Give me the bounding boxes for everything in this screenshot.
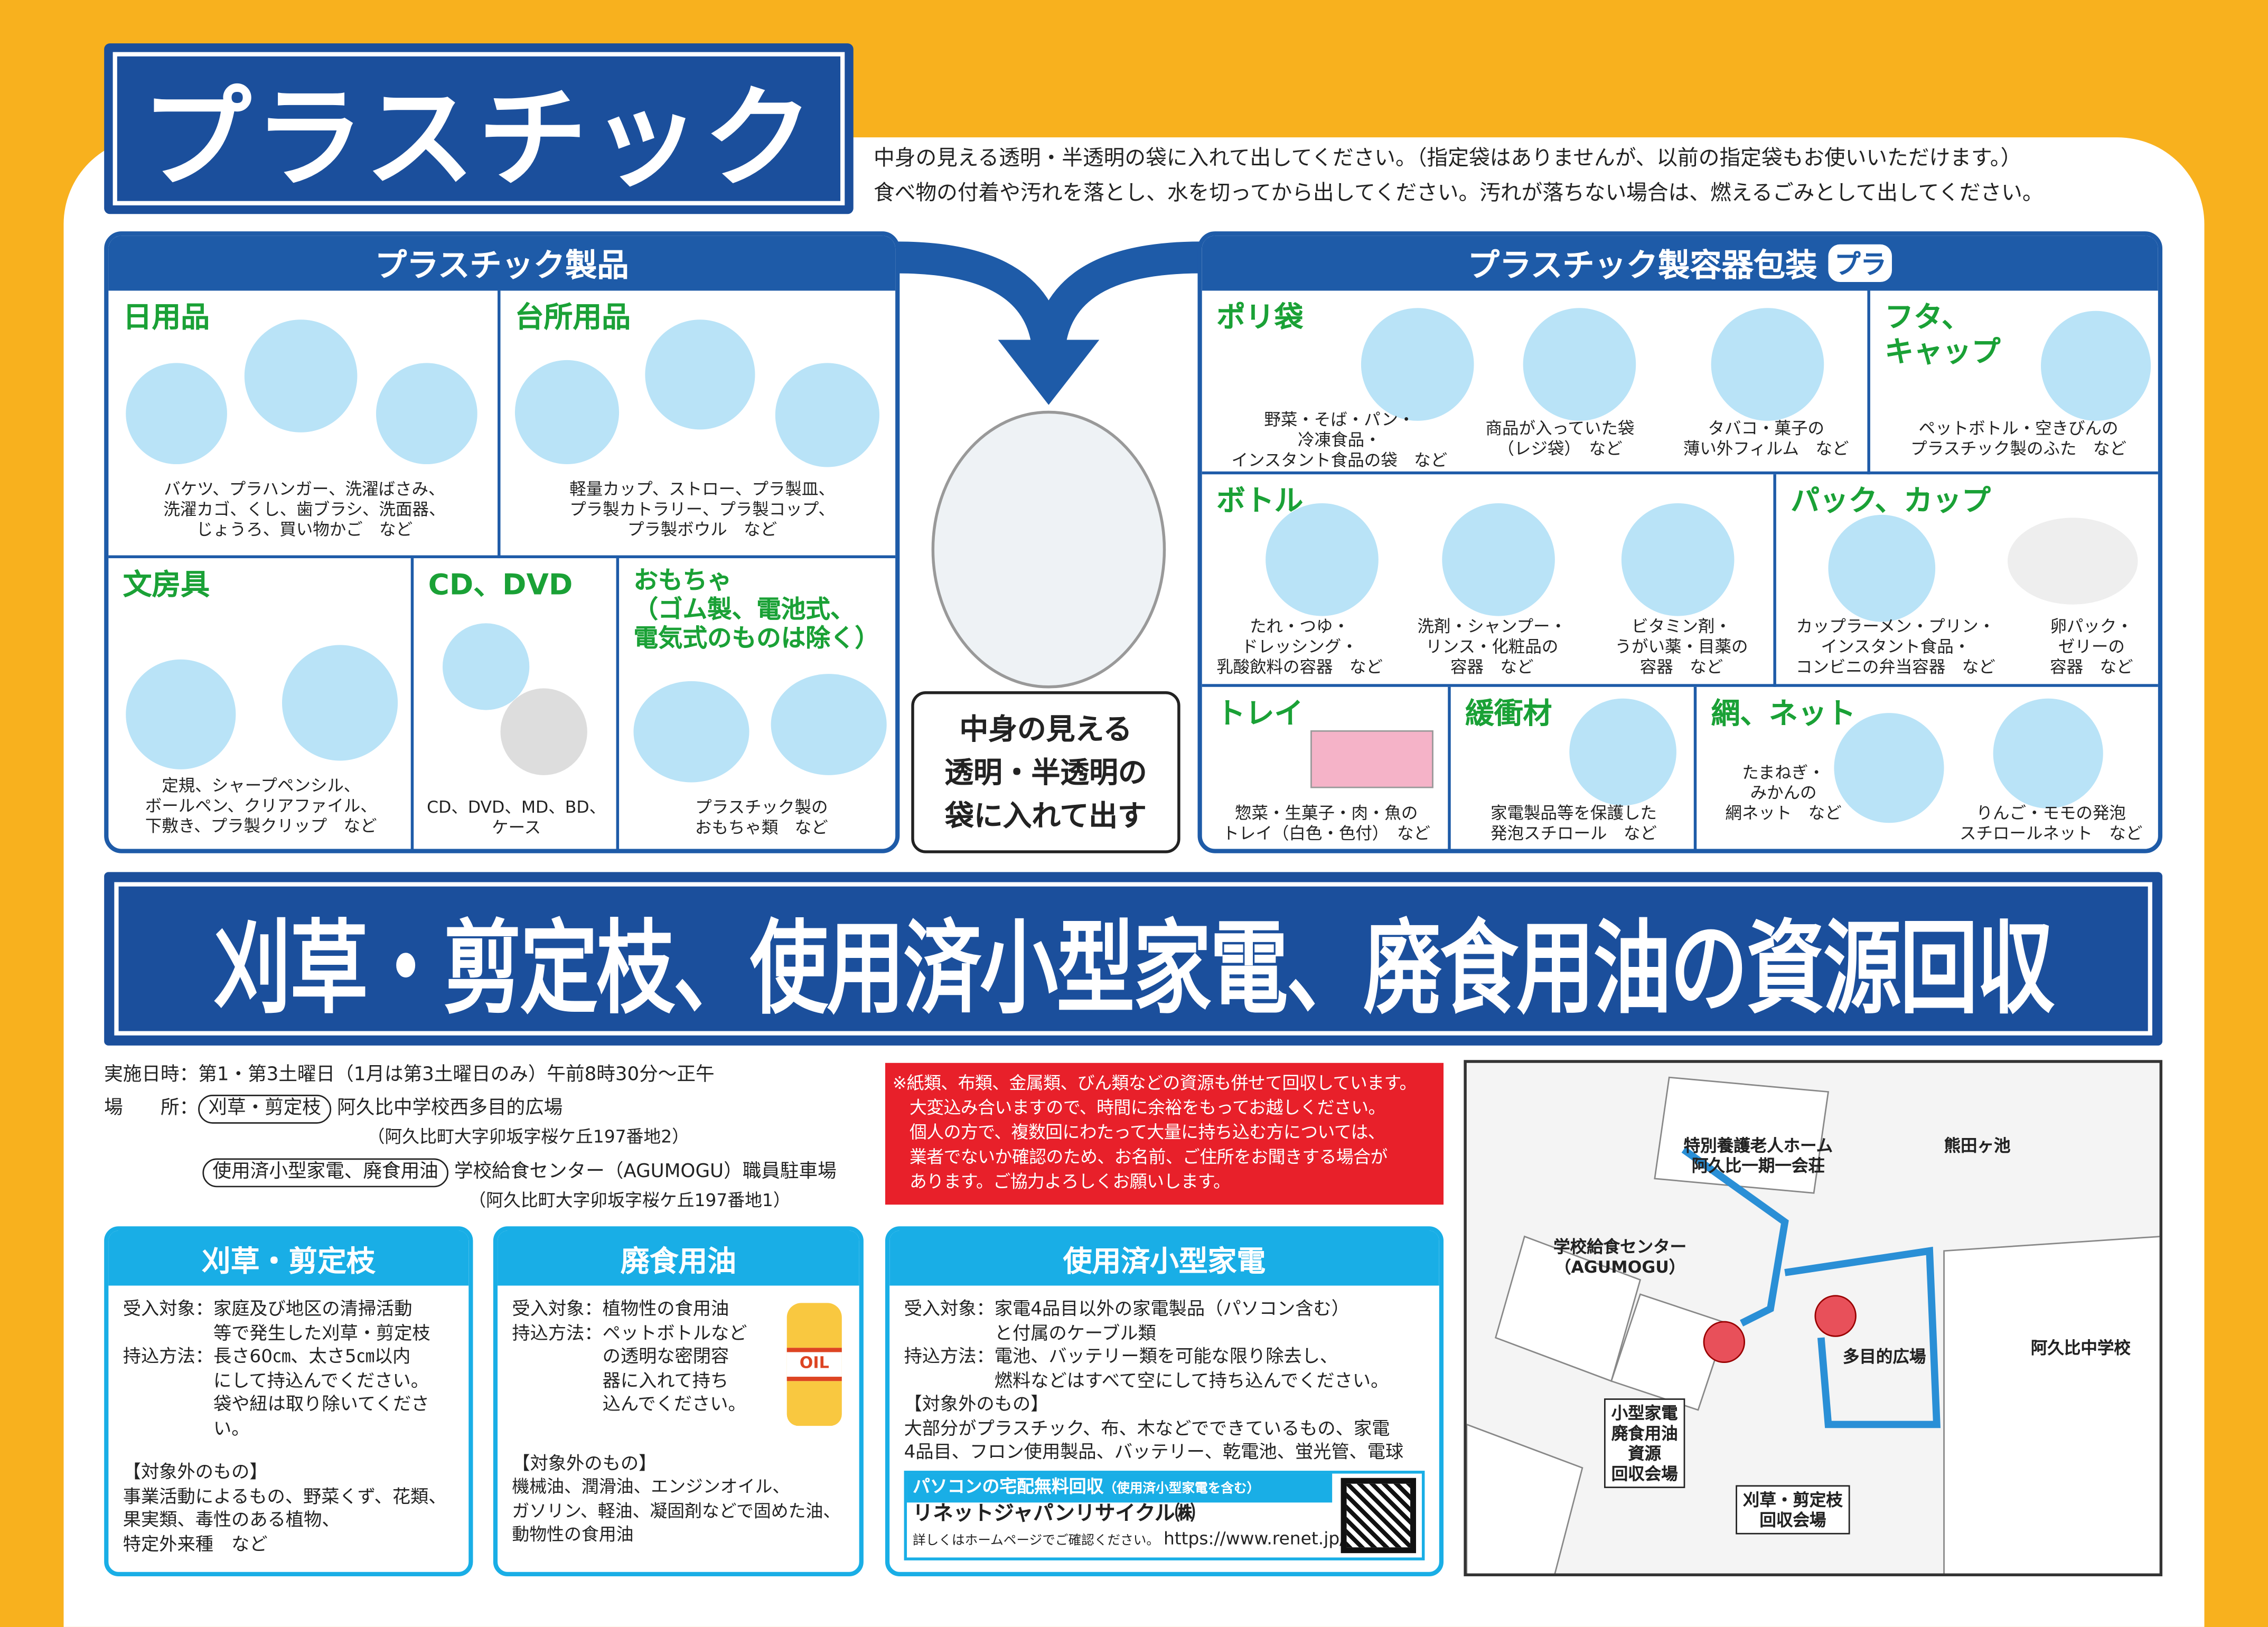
sauce-bottle-icon — [1266, 503, 1379, 616]
map-drawing — [1466, 1076, 2160, 1574]
cell-kitchen: 台所用品 軽量カップ、ストロー、プラ製皿、 プラ製カトラリー、プラ製コップ、 プ… — [500, 290, 896, 559]
cell-bottles: ボトル たれ・つゆ・ ドレッシング・ 乳酸飲料の容器 など 洗剤・シャンプー・ … — [1202, 474, 1776, 687]
cd-case-icon — [500, 688, 587, 775]
oil-bottle-icon: OIL — [786, 1303, 842, 1426]
renet-url-link[interactable]: https://www.renet.jp/ — [1163, 1528, 1346, 1548]
shopping-bag-icon — [1523, 308, 1636, 421]
cell-toys: おもちゃ （ゴム製、電池式、 電気式のものは除く） プラスチック製の おもちゃ類… — [619, 558, 895, 849]
renet-box: パソコンの宅配無料回収（使用済小型家電を含む） リネットジャパンリサイクル㈱ 詳… — [904, 1470, 1425, 1560]
comb-icon — [376, 363, 477, 465]
grass-branches-box: 刈草・剪定枝 受入対象：家庭及び地区の清掃活動 等で発生した刈草・剪定枝 持込方… — [104, 1226, 473, 1576]
onion-net-icon — [1834, 713, 1944, 823]
cell-plastic-bags: ポリ袋 野菜・そば・パン・ 冷凍食品・ インスタント食品の袋 など 商品が入って… — [1202, 290, 1870, 475]
hanger-icon — [244, 319, 358, 432]
resource-collection-banner: 刈草・剪定枝、使用済小型家電、廃食用油の資源回収 — [104, 872, 2163, 1046]
food-bag-icon — [1361, 308, 1474, 421]
cd-icon — [442, 623, 530, 710]
waste-oil-box: 廃食用油 受入対象：植物性の食用油 持込方法：ペットボトルなど の透明な密閉容 … — [493, 1226, 864, 1576]
pens-icon — [282, 645, 398, 761]
cell-daily-goods: 日用品 バケツ、プラハンガー、洗濯ばさみ、 洗濯カゴ、くし、歯ブラシ、洗面器、 … — [108, 290, 501, 559]
cell-stationery: 文房具 定規、シャープペンシル、 ボールペン、クリアファイル、 下敷き、プラ製ク… — [108, 558, 414, 849]
appliance-oil-site-marker — [1703, 1321, 1746, 1363]
caps-icon — [2041, 311, 2151, 421]
plastic-title: プラスチック — [104, 43, 854, 214]
film-icon — [1711, 308, 1824, 421]
schedule-info: 実施日時：第1・第3土曜日（1月は第3土曜日のみ）午前8時30分～正午 場 所：… — [104, 1064, 837, 1211]
plates-icon — [775, 363, 880, 467]
cell-caps: フタ、 キャップ ペットボトル・空きびんの プラスチック製のふた など — [1870, 290, 2158, 475]
intro-text: 中身の見える透明・半透明の袋に入れて出してください。（指定袋はありませんが、以前… — [874, 147, 2044, 205]
notice-box: ※紙類、布類、金属類、びん類などの資源も併せて回収しています。 大変込み合います… — [885, 1062, 1444, 1205]
measuring-cup-icon — [514, 360, 620, 465]
bag-caption: 中身の見える 透明・半透明の 袋に入れて出す — [911, 691, 1180, 853]
cell-cd-dvd: CD、DVD CD、DVD、MD、BD、 ケース — [414, 558, 620, 849]
garbage-bag-icon — [931, 410, 1166, 689]
products-heading: プラスチック製品 — [108, 236, 896, 291]
cell-trays: トレイ 惣菜・生菓子・肉・魚の トレイ（白色・色付） など — [1202, 686, 1451, 849]
cup-noodle-icon — [1828, 514, 1936, 622]
location-map: 特別養護老人ホーム 阿久比一期一会荘 熊田ヶ池 学校給食センター （AGUMOG… — [1464, 1060, 2163, 1576]
tray-icon — [1310, 730, 1433, 788]
bucket-icon — [126, 363, 227, 465]
blocks-icon — [771, 674, 887, 775]
grass-site-marker — [1814, 1295, 1857, 1337]
cell-cushioning: 緩衝材 家電製品等を保護した 発泡スチロール など — [1451, 686, 1697, 849]
foam-net-icon — [1993, 698, 2103, 808]
pla-recycle-mark-icon: プラ — [1829, 244, 1892, 283]
files-icon — [126, 659, 236, 769]
toy-car-icon — [633, 681, 749, 783]
cell-nets: 網、ネット たまねぎ・ みかんの 網ネット など りんご・モモの発泡 スチロール… — [1711, 695, 2143, 843]
cutlery-icon — [645, 319, 755, 430]
cell-packs-cups: パック、カップ カップラーメン・プリン・ インスタント食品・ コンビニの弁当容器… — [1776, 474, 2158, 687]
shampoo-bottle-icon — [1442, 503, 1555, 616]
arrow-to-bag — [896, 241, 1201, 689]
qr-code-icon[interactable] — [1341, 1477, 1416, 1553]
plastic-packaging-panel: プラスチック製容器包装プラ ポリ袋 野菜・そば・パン・ 冷凍食品・ インスタント… — [1197, 231, 2163, 853]
plastic-products-panel: プラスチック製品 日用品 バケツ、プラハンガー、洗濯ばさみ、 洗濯カゴ、くし、歯… — [104, 231, 900, 853]
banner-text: 刈草・剪定枝、使用済小型家電、廃食用油の資源回収 — [213, 909, 2055, 1028]
egg-pack-icon — [2008, 518, 2138, 605]
small-appliances-box: 使用済小型家電 受入対象：家電4品目以外の家電製品（パソコン含む） と付属のケー… — [885, 1226, 1444, 1576]
styrofoam-icon — [1569, 698, 1676, 806]
eye-drops-icon — [1621, 503, 1735, 616]
